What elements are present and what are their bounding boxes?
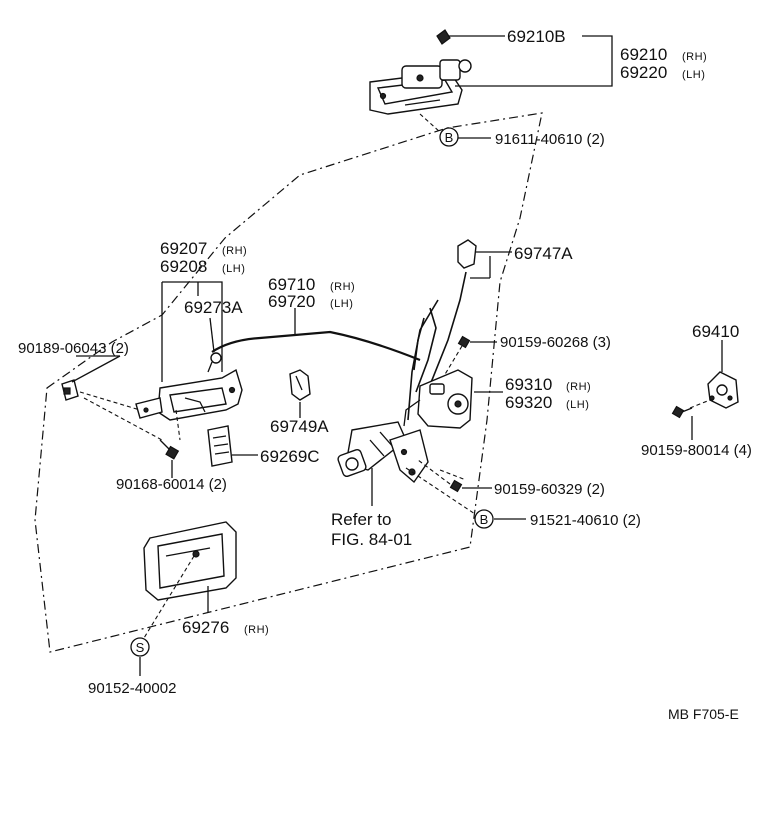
label-90159-80014: 90159-80014 (4) [641, 442, 752, 459]
note-line-2: FIG. 84-01 [331, 530, 412, 549]
label-69310: 69310 [505, 375, 552, 394]
screw-90168 [159, 439, 180, 460]
screw-90159-60268 [457, 335, 471, 349]
tag-69720-lh: (LH) [330, 298, 353, 310]
clip-69273a [207, 352, 222, 373]
clip-69747a [457, 239, 477, 269]
label-69720: 69720 [268, 292, 315, 311]
label-91611: 91611-40610 (2) [495, 131, 605, 148]
label-90168: 90168-60014 (2) [116, 476, 227, 493]
clip-69210b [436, 29, 451, 45]
bolt-symbol-b-top [439, 127, 459, 147]
tag-69310-rh: (RH) [566, 381, 591, 393]
screw-90159-60329 [449, 479, 463, 493]
screw-symbol-s [130, 637, 150, 657]
label-69749a: 69749A [270, 417, 329, 436]
tag-69220-lh: (LH) [682, 69, 705, 81]
label-69210: 69210 [620, 45, 667, 64]
clip-90189 [61, 379, 79, 401]
rod-69710 [211, 330, 421, 362]
label-69320: 69320 [505, 393, 552, 412]
label-69276: 69276 [182, 618, 229, 637]
door-outline [34, 112, 543, 653]
label-69208: 69208 [160, 257, 207, 276]
tag-69276-rh: (RH) [244, 624, 269, 636]
tag-69210-rh: (RH) [682, 51, 707, 63]
note-line-1: Refer to [331, 510, 391, 529]
striker-69410 [707, 371, 739, 409]
door-lock-69310 [403, 369, 473, 429]
tag-69320-lh: (LH) [566, 399, 589, 411]
screw-symbol-s-label: S [136, 640, 145, 655]
tag-69208-lh: (LH) [222, 263, 245, 275]
label-90159-60329: 90159-60329 (2) [494, 481, 605, 498]
tag-69710-rh: (RH) [330, 281, 355, 293]
outside-handle [369, 59, 472, 115]
screw-90159-80014 [671, 405, 693, 419]
label-69410: 69410 [692, 322, 739, 341]
bolt-symbol-b-top-label: B [445, 130, 454, 145]
label-69220: 69220 [620, 63, 667, 82]
bolt-symbol-b-bottom-label: B [480, 512, 489, 527]
label-69210b: 69210B [507, 27, 566, 46]
label-90152: 90152-40002 [88, 680, 176, 697]
pad-69269c [207, 425, 233, 467]
clip-69749a [289, 369, 311, 401]
footer-code: MB F705-E [668, 706, 739, 722]
bezel-69276 [143, 521, 237, 601]
bolt-symbol-b-bottom [474, 509, 494, 529]
label-69273a: 69273A [184, 298, 243, 317]
label-69747a: 69747A [514, 244, 573, 263]
label-69269c: 69269C [260, 447, 320, 466]
label-69207: 69207 [160, 239, 207, 258]
label-69710: 69710 [268, 275, 315, 294]
inside-handle-69207 [135, 368, 243, 421]
label-90159-60268: 90159-60268 (3) [500, 334, 611, 351]
tag-69207-rh: (RH) [222, 245, 247, 257]
label-91521: 91521-40610 (2) [530, 512, 641, 529]
label-90189: 90189-06043 (2) [18, 340, 129, 357]
lock-cylinder-link [337, 421, 429, 484]
